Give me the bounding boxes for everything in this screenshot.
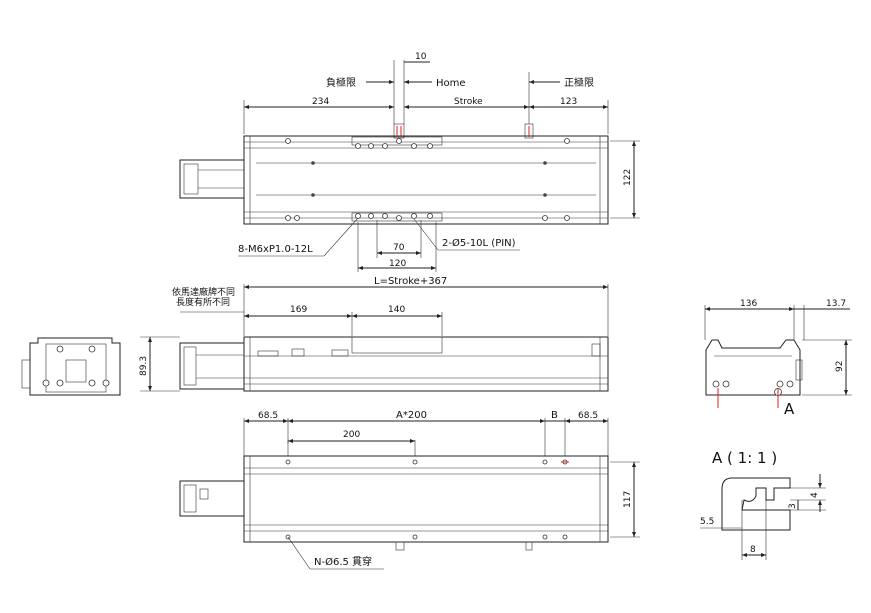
b-label: B [551, 410, 558, 421]
carriage-holes [285, 138, 570, 221]
dim-140: 140 [388, 305, 405, 315]
pin-note: 2-Ø5-10L (PIN) [442, 237, 516, 249]
pos-limit-label: 正極限 [564, 76, 594, 89]
bottom-view: 68.5 A*200 B 68.5 200 117 [179, 410, 640, 570]
home-label: Home [436, 78, 466, 89]
dim-3: 3 [788, 503, 798, 509]
dim-10: 10 [415, 52, 427, 62]
pitch-label: A*200 [396, 410, 427, 421]
hole-note: N-Ø6.5 貫穿 [314, 555, 372, 568]
dim-13-7: 13.7 [826, 299, 846, 309]
screw-note: 8-M6xP1.0-12L [238, 244, 313, 255]
dim-122: 122 [623, 169, 633, 186]
side-view: L=Stroke+367 依馬達廠牌不同 長度有所不同 169 140 89.3 [139, 276, 609, 392]
dim-123: 123 [560, 97, 577, 107]
dim-70: 70 [393, 243, 405, 253]
motor-note-1: 依馬達廠牌不同 [172, 286, 235, 298]
neg-limit-label: 負極限 [326, 76, 356, 89]
motor-end-view [21, 337, 121, 396]
dim-234: 234 [312, 97, 329, 107]
dim-68-5-left: 68.5 [258, 411, 278, 421]
motor-note-2: 長度有所不同 [176, 296, 230, 308]
detail-a: A ( 1: 1 ) 8 5.5 4 3 [700, 449, 826, 560]
dim-92: 92 [835, 361, 845, 372]
dim-136: 136 [740, 299, 757, 309]
top-view: 10 負極限 Home 正極限 234 Stroke 123 122 8-M6x… [179, 52, 640, 272]
dim-117: 117 [623, 491, 633, 508]
dim-5-5: 5.5 [700, 517, 714, 527]
dim-120: 120 [389, 259, 406, 269]
dim-169: 169 [290, 305, 307, 315]
dim-89-3: 89.3 [139, 356, 149, 376]
stroke-label: Stroke [454, 97, 483, 107]
dim-68-5-right: 68.5 [578, 411, 598, 421]
dim-200: 200 [343, 430, 360, 440]
dim-4: 4 [810, 492, 820, 498]
dim-8: 8 [750, 545, 756, 555]
detail-a-marker: A [784, 400, 795, 418]
detail-title: A ( 1: 1 ) [712, 449, 777, 467]
end-view: 136 13.7 92 A [704, 299, 852, 418]
length-label: L=Stroke+367 [374, 276, 447, 287]
